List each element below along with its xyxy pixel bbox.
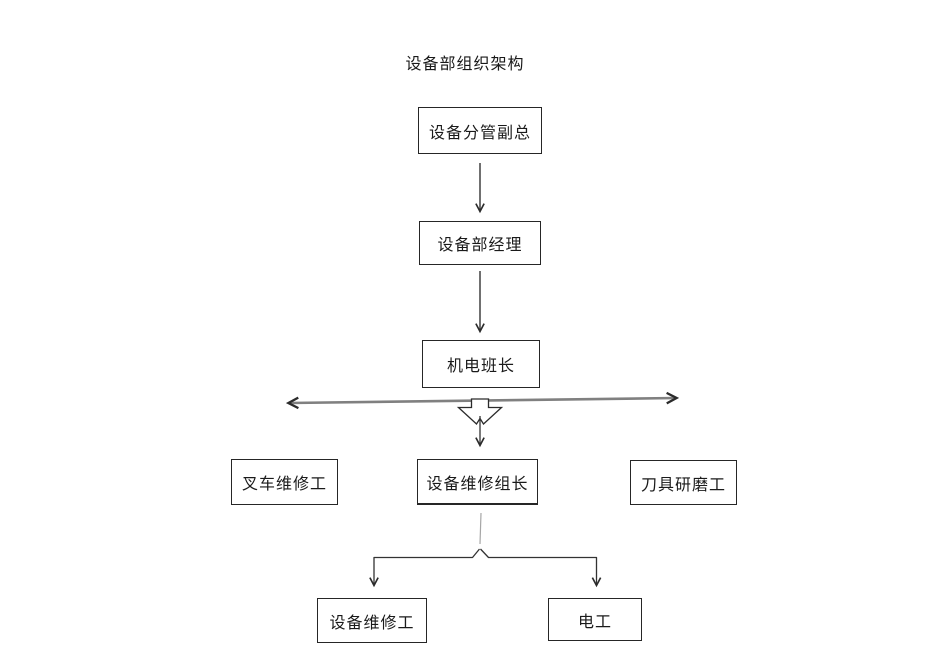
block-down-arrow — [456, 398, 504, 426]
node-deputy-general-manager[interactable]: 设备分管副总 — [418, 107, 542, 154]
node-tool-grinding-worker[interactable]: 刀具研磨工 — [630, 460, 737, 505]
node-equipment-repair-worker[interactable]: 设备维修工 — [317, 598, 427, 643]
node-equipment-maintenance-leader[interactable]: 设备维修组长 — [417, 459, 538, 505]
node-department-manager[interactable]: 设备部经理 — [419, 221, 541, 265]
connector-stub — [479, 512, 482, 545]
diagram-title: 设备部组织架构 — [405, 56, 525, 73]
arrow-maint-leader-to-repairman — [369, 548, 481, 588]
arrow-maint-leader-to-electrician — [480, 548, 602, 588]
node-mech-elec-team-leader[interactable]: 机电班长 — [422, 340, 540, 388]
node-forklift-repair-worker[interactable]: 叉车维修工 — [231, 459, 338, 505]
node-electrician[interactable]: 电工 — [548, 598, 642, 641]
